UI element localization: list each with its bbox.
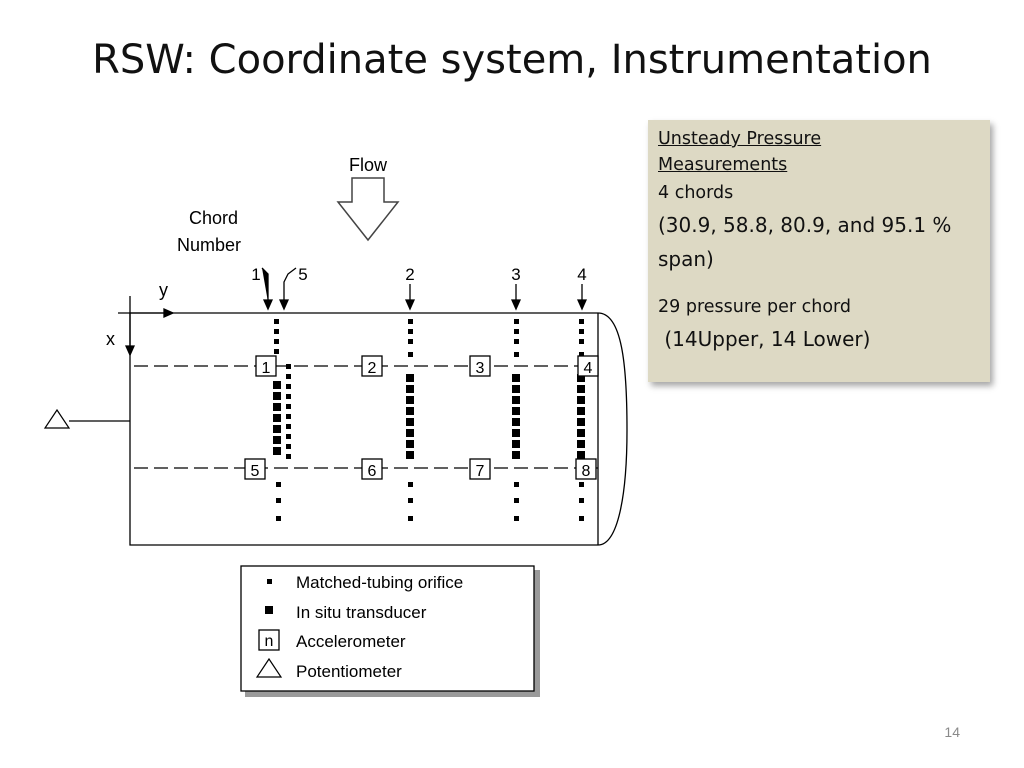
flow-arrow-icon: [336, 177, 400, 242]
svg-text:7: 7: [476, 463, 485, 480]
chord-label-5: 5: [298, 265, 307, 284]
svg-text:2: 2: [368, 360, 377, 377]
matched-tubing-orifice-icon: [267, 579, 272, 584]
flow-label: Flow: [349, 155, 388, 175]
legend-label-accelerometer: Accelerometer: [296, 632, 406, 651]
accelerometer-7: 7: [469, 458, 491, 480]
svg-text:6: 6: [368, 463, 377, 480]
chord-label-3: 3: [511, 265, 520, 284]
potentiometer-triangle-icon: [43, 408, 71, 429]
legend-label-transducer: In situ transducer: [296, 603, 427, 622]
chord-arrow-1: [261, 267, 269, 302]
axis-label-x: x: [106, 329, 115, 349]
legend-label-orifice: Matched-tubing orifice: [296, 573, 463, 592]
in-situ-transducer-icon: [265, 606, 273, 614]
svg-text:4: 4: [584, 360, 593, 377]
sensor-column-chord-2: [406, 319, 414, 521]
note-upper-lower: (14Upper, 14 Lower): [658, 327, 871, 351]
chord-label-1: 1: [251, 265, 260, 284]
sensor-column-chord-5: [286, 364, 291, 459]
wing-outline: [129, 312, 628, 546]
chord-arrow-5: [283, 267, 297, 302]
chord-label-4: 4: [577, 265, 586, 284]
chord-arrows: [261, 267, 588, 311]
accelerometer-4: 4: [577, 355, 599, 377]
legend-label-potentiometer: Potentiometer: [296, 662, 402, 681]
sensor-column-chord-1: [273, 319, 281, 521]
measurements-note: Unsteady Pressure Measurements 4 chords …: [648, 120, 990, 382]
legend: Matched-tubing orifice In situ transduce…: [240, 565, 540, 697]
accelerometer-5: 5: [244, 458, 266, 480]
note-heading-line2: Measurements: [658, 155, 788, 175]
slide-title: RSW: Coordinate system, Instrumentation: [92, 37, 932, 83]
axis-label-y: y: [159, 280, 168, 300]
accelerometer-8: 8: [575, 458, 597, 480]
accelerometer-6: 6: [361, 458, 383, 480]
note-pressure-per-chord: 29 pressure per chord: [658, 297, 852, 317]
note-spans-line1: (30.9, 58.8, 80.9, and 95.1 %: [658, 213, 952, 237]
chord-number-heading-line2: Number: [177, 235, 241, 255]
sensor-column-chord-4: [577, 319, 585, 521]
chord-label-2: 2: [405, 265, 414, 284]
note-chords: 4 chords: [658, 183, 734, 203]
svg-text:n: n: [265, 633, 274, 650]
accelerometer-1: 1: [255, 355, 277, 377]
sensor-column-chord-3: [512, 319, 520, 521]
svg-text:1: 1: [262, 360, 271, 377]
page-number: 14: [944, 724, 960, 740]
note-heading-line1: Unsteady Pressure: [658, 129, 822, 149]
note-spans-line2: span): [658, 247, 714, 271]
svg-text:5: 5: [251, 463, 260, 480]
accelerometer-3: 3: [469, 355, 491, 377]
svg-text:8: 8: [582, 463, 591, 480]
accelerometer-icon: [258, 629, 280, 651]
coordinate-axes: [118, 296, 175, 357]
svg-text:3: 3: [476, 360, 485, 377]
chord-number-heading-line1: Chord: [189, 208, 238, 228]
potentiometer-icon: [255, 657, 283, 678]
accelerometer-2: 2: [361, 355, 383, 377]
